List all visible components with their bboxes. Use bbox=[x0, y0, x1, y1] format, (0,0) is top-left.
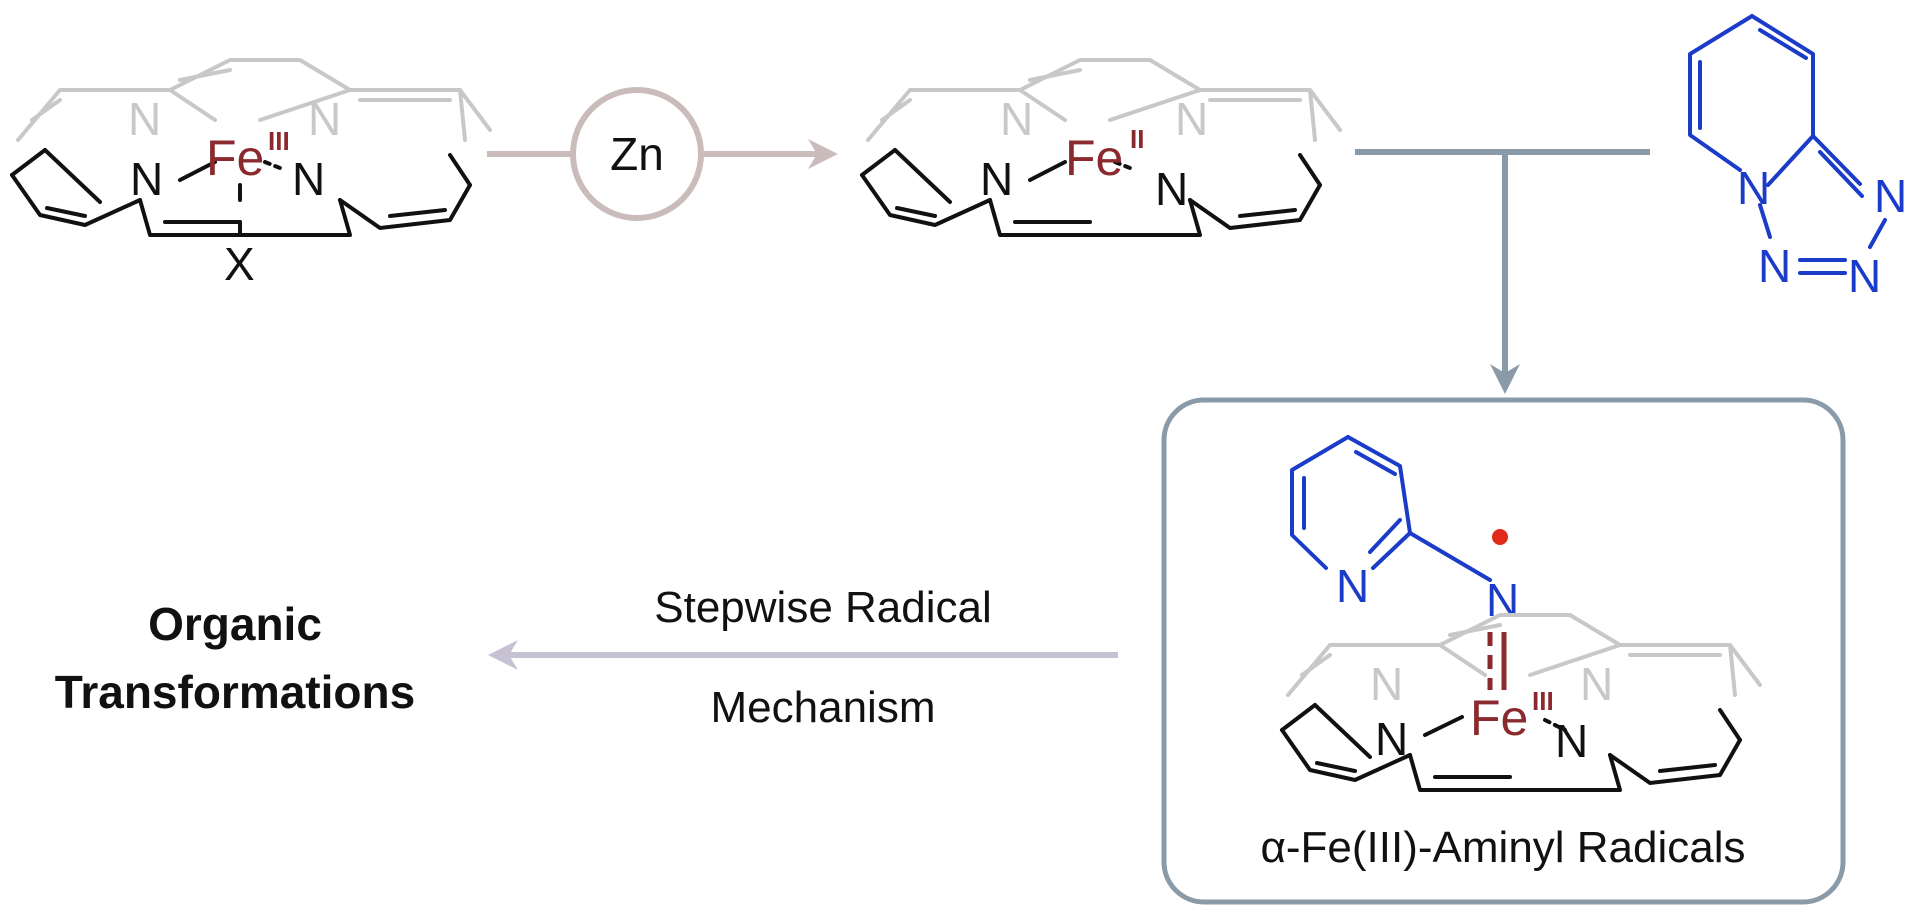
n-atom-back-left: N bbox=[1000, 93, 1033, 145]
pyridine-n-atom: N bbox=[1336, 560, 1369, 612]
oxidation-state: III bbox=[268, 126, 290, 156]
iron-atom: Fe bbox=[1470, 690, 1528, 746]
mechanism-line1: Stepwise Radical bbox=[654, 583, 992, 632]
mechanism-arrow: Stepwise Radical Mechanism bbox=[488, 583, 1118, 732]
product-line2: Transformations bbox=[55, 666, 415, 718]
intermediate-caption: α-Fe(III)-Aminyl Radicals bbox=[1260, 823, 1745, 872]
product-line1: Organic bbox=[148, 598, 322, 650]
axial-ligand-x: X bbox=[224, 238, 255, 290]
n-atom-front-left: N bbox=[130, 153, 163, 205]
oxidation-state: III bbox=[1532, 686, 1554, 716]
zn-label: Zn bbox=[610, 128, 664, 180]
oxidation-state: II bbox=[1130, 124, 1144, 154]
porphyrin-feIII-intermediate: N N N N Fe III bbox=[1280, 613, 1762, 792]
intermediate-box: N N N N N N Fe III α-Fe(III)-Aminyl Radi… bbox=[1161, 397, 1846, 905]
n-atom-front-right: N bbox=[1155, 163, 1188, 215]
porphyrin-feII: N N N N Fe II bbox=[860, 58, 1342, 237]
n-atom-back-left: N bbox=[128, 93, 161, 145]
iron-atom: Fe bbox=[206, 130, 264, 186]
n-atom-back-right: N bbox=[308, 93, 341, 145]
n-atom-front-right: N bbox=[292, 153, 325, 205]
combination-arrow bbox=[1355, 149, 1650, 394]
radical-dot bbox=[1492, 529, 1508, 545]
tetrazolopyridine: N N N N bbox=[1688, 14, 1907, 302]
porphyrin-feIII-start: N N N N Fe III X bbox=[10, 58, 492, 290]
n-atom-ring: N bbox=[1848, 250, 1881, 302]
n-atom-ring: N bbox=[1874, 170, 1907, 222]
product-label: Organic Transformations bbox=[55, 598, 415, 718]
n-atom-front-left: N bbox=[1375, 713, 1408, 765]
zn-reduction-arrow: Zn bbox=[487, 87, 838, 221]
mechanism-line2: Mechanism bbox=[711, 683, 936, 732]
n-atom-front-left: N bbox=[980, 153, 1013, 205]
n-atom-back-left: N bbox=[1370, 658, 1403, 710]
iron-atom: Fe bbox=[1065, 130, 1123, 186]
pyridine-ligand: N N bbox=[1290, 435, 1519, 626]
n-atom-bridgehead: N bbox=[1737, 162, 1770, 214]
n-atom-back-right: N bbox=[1175, 93, 1208, 145]
n-atom-ring: N bbox=[1758, 240, 1791, 292]
n-atom-front-right: N bbox=[1555, 715, 1588, 767]
n-atom-back-right: N bbox=[1580, 658, 1613, 710]
